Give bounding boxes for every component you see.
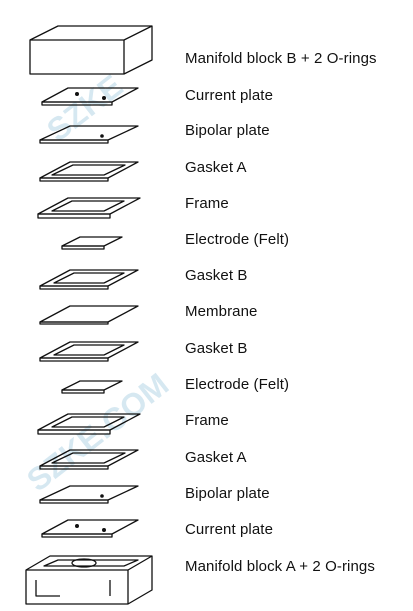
component-label: Gasket A xyxy=(185,449,247,466)
layer-frame-top: Frame xyxy=(0,188,413,224)
component-label: Electrode (Felt) xyxy=(185,376,290,393)
layer-membrane: Membrane xyxy=(0,296,413,332)
component-label: Bipolar plate xyxy=(185,122,270,139)
layer-gasket-b-top: Gasket B xyxy=(0,260,413,296)
electrode-felt-icon xyxy=(61,380,123,394)
layer-electrode-top: Electrode (Felt) xyxy=(0,224,413,260)
frame-icon xyxy=(37,197,141,219)
gasket-b-icon xyxy=(39,341,139,362)
component-label: Manifold block A + 2 O-rings xyxy=(185,558,375,575)
bipolar-plate-icon xyxy=(39,125,139,144)
component-label: Frame xyxy=(185,195,229,212)
component-label: Gasket B xyxy=(185,340,248,357)
component-label: Bipolar plate xyxy=(185,485,270,502)
bipolar-plate-icon xyxy=(39,485,139,504)
gasket-a-icon xyxy=(39,449,139,470)
component-label: Frame xyxy=(185,412,229,429)
gasket-b-icon xyxy=(39,269,139,290)
layer-manifold-block-a: Manifold block A + 2 O-rings xyxy=(0,536,413,611)
layer-current-plate-bottom: Current plate xyxy=(0,512,413,548)
current-plate-icon xyxy=(41,87,139,106)
manifold-block-b-icon xyxy=(29,25,153,75)
component-label: Gasket B xyxy=(185,267,248,284)
component-label: Gasket A xyxy=(185,159,247,176)
layer-bipolar-plate-top: Bipolar plate xyxy=(0,116,413,152)
component-label: Manifold block B + 2 O-rings xyxy=(185,50,377,67)
layer-gasket-a-top: Gasket A xyxy=(0,152,413,188)
component-label: Membrane xyxy=(185,303,258,320)
component-label: Electrode (Felt) xyxy=(185,231,290,248)
manifold-block-a-icon xyxy=(25,555,153,605)
current-plate-icon xyxy=(41,519,139,538)
membrane-icon xyxy=(39,305,139,325)
layer-electrode-bottom: Electrode (Felt) xyxy=(0,368,413,404)
layer-gasket-a-bottom: Gasket A xyxy=(0,440,413,476)
layer-frame-bottom: Frame xyxy=(0,404,413,440)
layer-manifold-block-b: Manifold block B + 2 O-rings xyxy=(0,0,413,80)
component-label: Current plate xyxy=(185,87,274,104)
layer-current-plate-top: Current plate xyxy=(0,80,413,116)
gasket-a-icon xyxy=(39,161,139,182)
frame-icon xyxy=(37,413,141,435)
layer-gasket-b-bottom: Gasket B xyxy=(0,332,413,368)
electrode-felt-icon xyxy=(61,236,123,250)
layer-bipolar-plate-bottom: Bipolar plate xyxy=(0,476,413,512)
component-label: Current plate xyxy=(185,521,274,538)
